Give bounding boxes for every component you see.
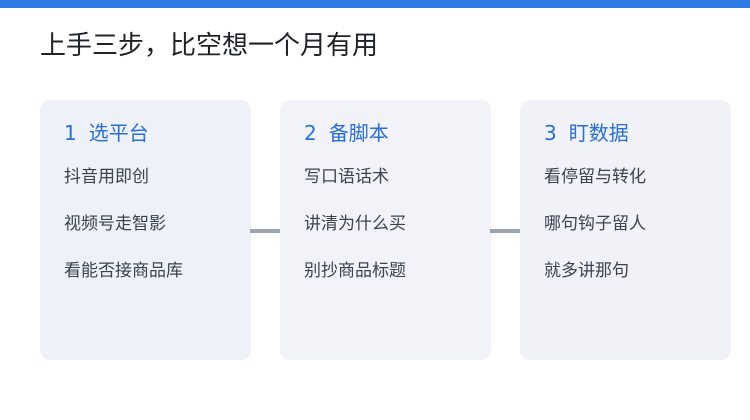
step-card-1: 1 选平台 抖音用即创 视频号走智影 看能否接商品库 xyxy=(40,100,251,360)
step-number: 3 xyxy=(544,121,557,145)
step-item: 抖音用即创 xyxy=(64,167,149,187)
step-item: 就多讲那句 xyxy=(544,261,629,281)
step-heading: 1 选平台 xyxy=(64,120,251,146)
step-connector xyxy=(490,229,520,233)
step-item: 看能否接商品库 xyxy=(64,261,183,281)
step-connector xyxy=(250,229,280,233)
page-title: 上手三步，比空想一个月有用 xyxy=(40,31,379,61)
step-card-3: 3 盯数据 看停留与转化 哪句钩子留人 就多讲那句 xyxy=(520,100,731,360)
step-number: 2 xyxy=(304,121,317,145)
step-item: 看停留与转化 xyxy=(544,167,646,187)
step-title: 盯数据 xyxy=(568,121,629,145)
step-number: 1 xyxy=(64,121,77,145)
top-accent-bar xyxy=(0,0,750,8)
step-item: 别抄商品标题 xyxy=(304,261,406,281)
step-title: 选平台 xyxy=(88,121,149,145)
step-heading: 2 备脚本 xyxy=(304,120,491,146)
step-title: 备脚本 xyxy=(328,121,389,145)
step-item: 写口语话术 xyxy=(304,167,389,187)
step-card-2: 2 备脚本 写口语话术 讲清为什么买 别抄商品标题 xyxy=(280,100,491,360)
step-heading: 3 盯数据 xyxy=(544,120,731,146)
step-item: 哪句钩子留人 xyxy=(544,214,646,234)
step-item: 讲清为什么买 xyxy=(304,214,406,234)
step-item: 视频号走智影 xyxy=(64,214,166,234)
